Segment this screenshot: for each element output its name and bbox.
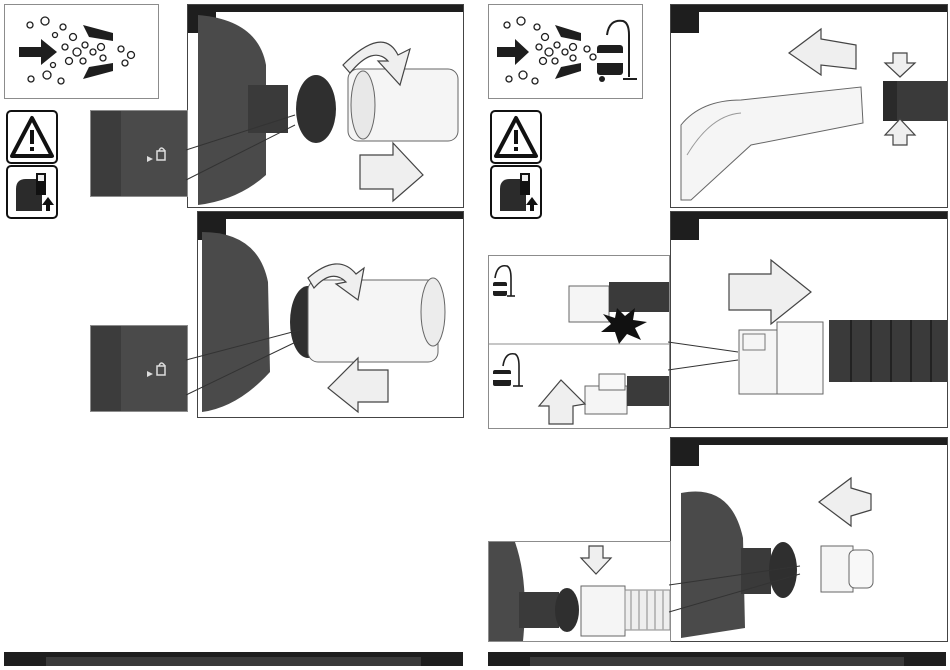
inset-adapter-fitted <box>488 541 671 642</box>
vacuum-cleaner-icon <box>493 354 523 386</box>
figure-nozzle-removal <box>670 4 948 208</box>
airflow-particles-icon <box>489 5 642 98</box>
airflow-particles-icon <box>5 5 158 98</box>
inset-vacuum-hose-comparison <box>488 255 670 429</box>
vacuum-cleaner-icon <box>493 266 515 296</box>
warning-triangle-icon <box>6 110 58 164</box>
figure-remove-adapter <box>187 4 464 208</box>
page-footer-bar-right <box>488 652 946 666</box>
inset-lock-detail <box>90 110 188 197</box>
inset-lock-detail <box>90 325 188 412</box>
remove-battery-icon <box>6 165 58 219</box>
warning-triangle-icon <box>490 110 542 164</box>
figure-attach-adapter <box>197 211 464 418</box>
airflow-vacuum-symbol-box <box>488 4 643 99</box>
remove-battery-icon <box>490 165 542 219</box>
figure-hose-adapter-connection <box>670 211 948 428</box>
airflow-symbol-box <box>4 4 159 99</box>
page-footer-bar-left <box>4 652 463 666</box>
vacuum-cleaner-icon <box>597 21 637 82</box>
figure-adapter-on-tool <box>670 437 948 642</box>
